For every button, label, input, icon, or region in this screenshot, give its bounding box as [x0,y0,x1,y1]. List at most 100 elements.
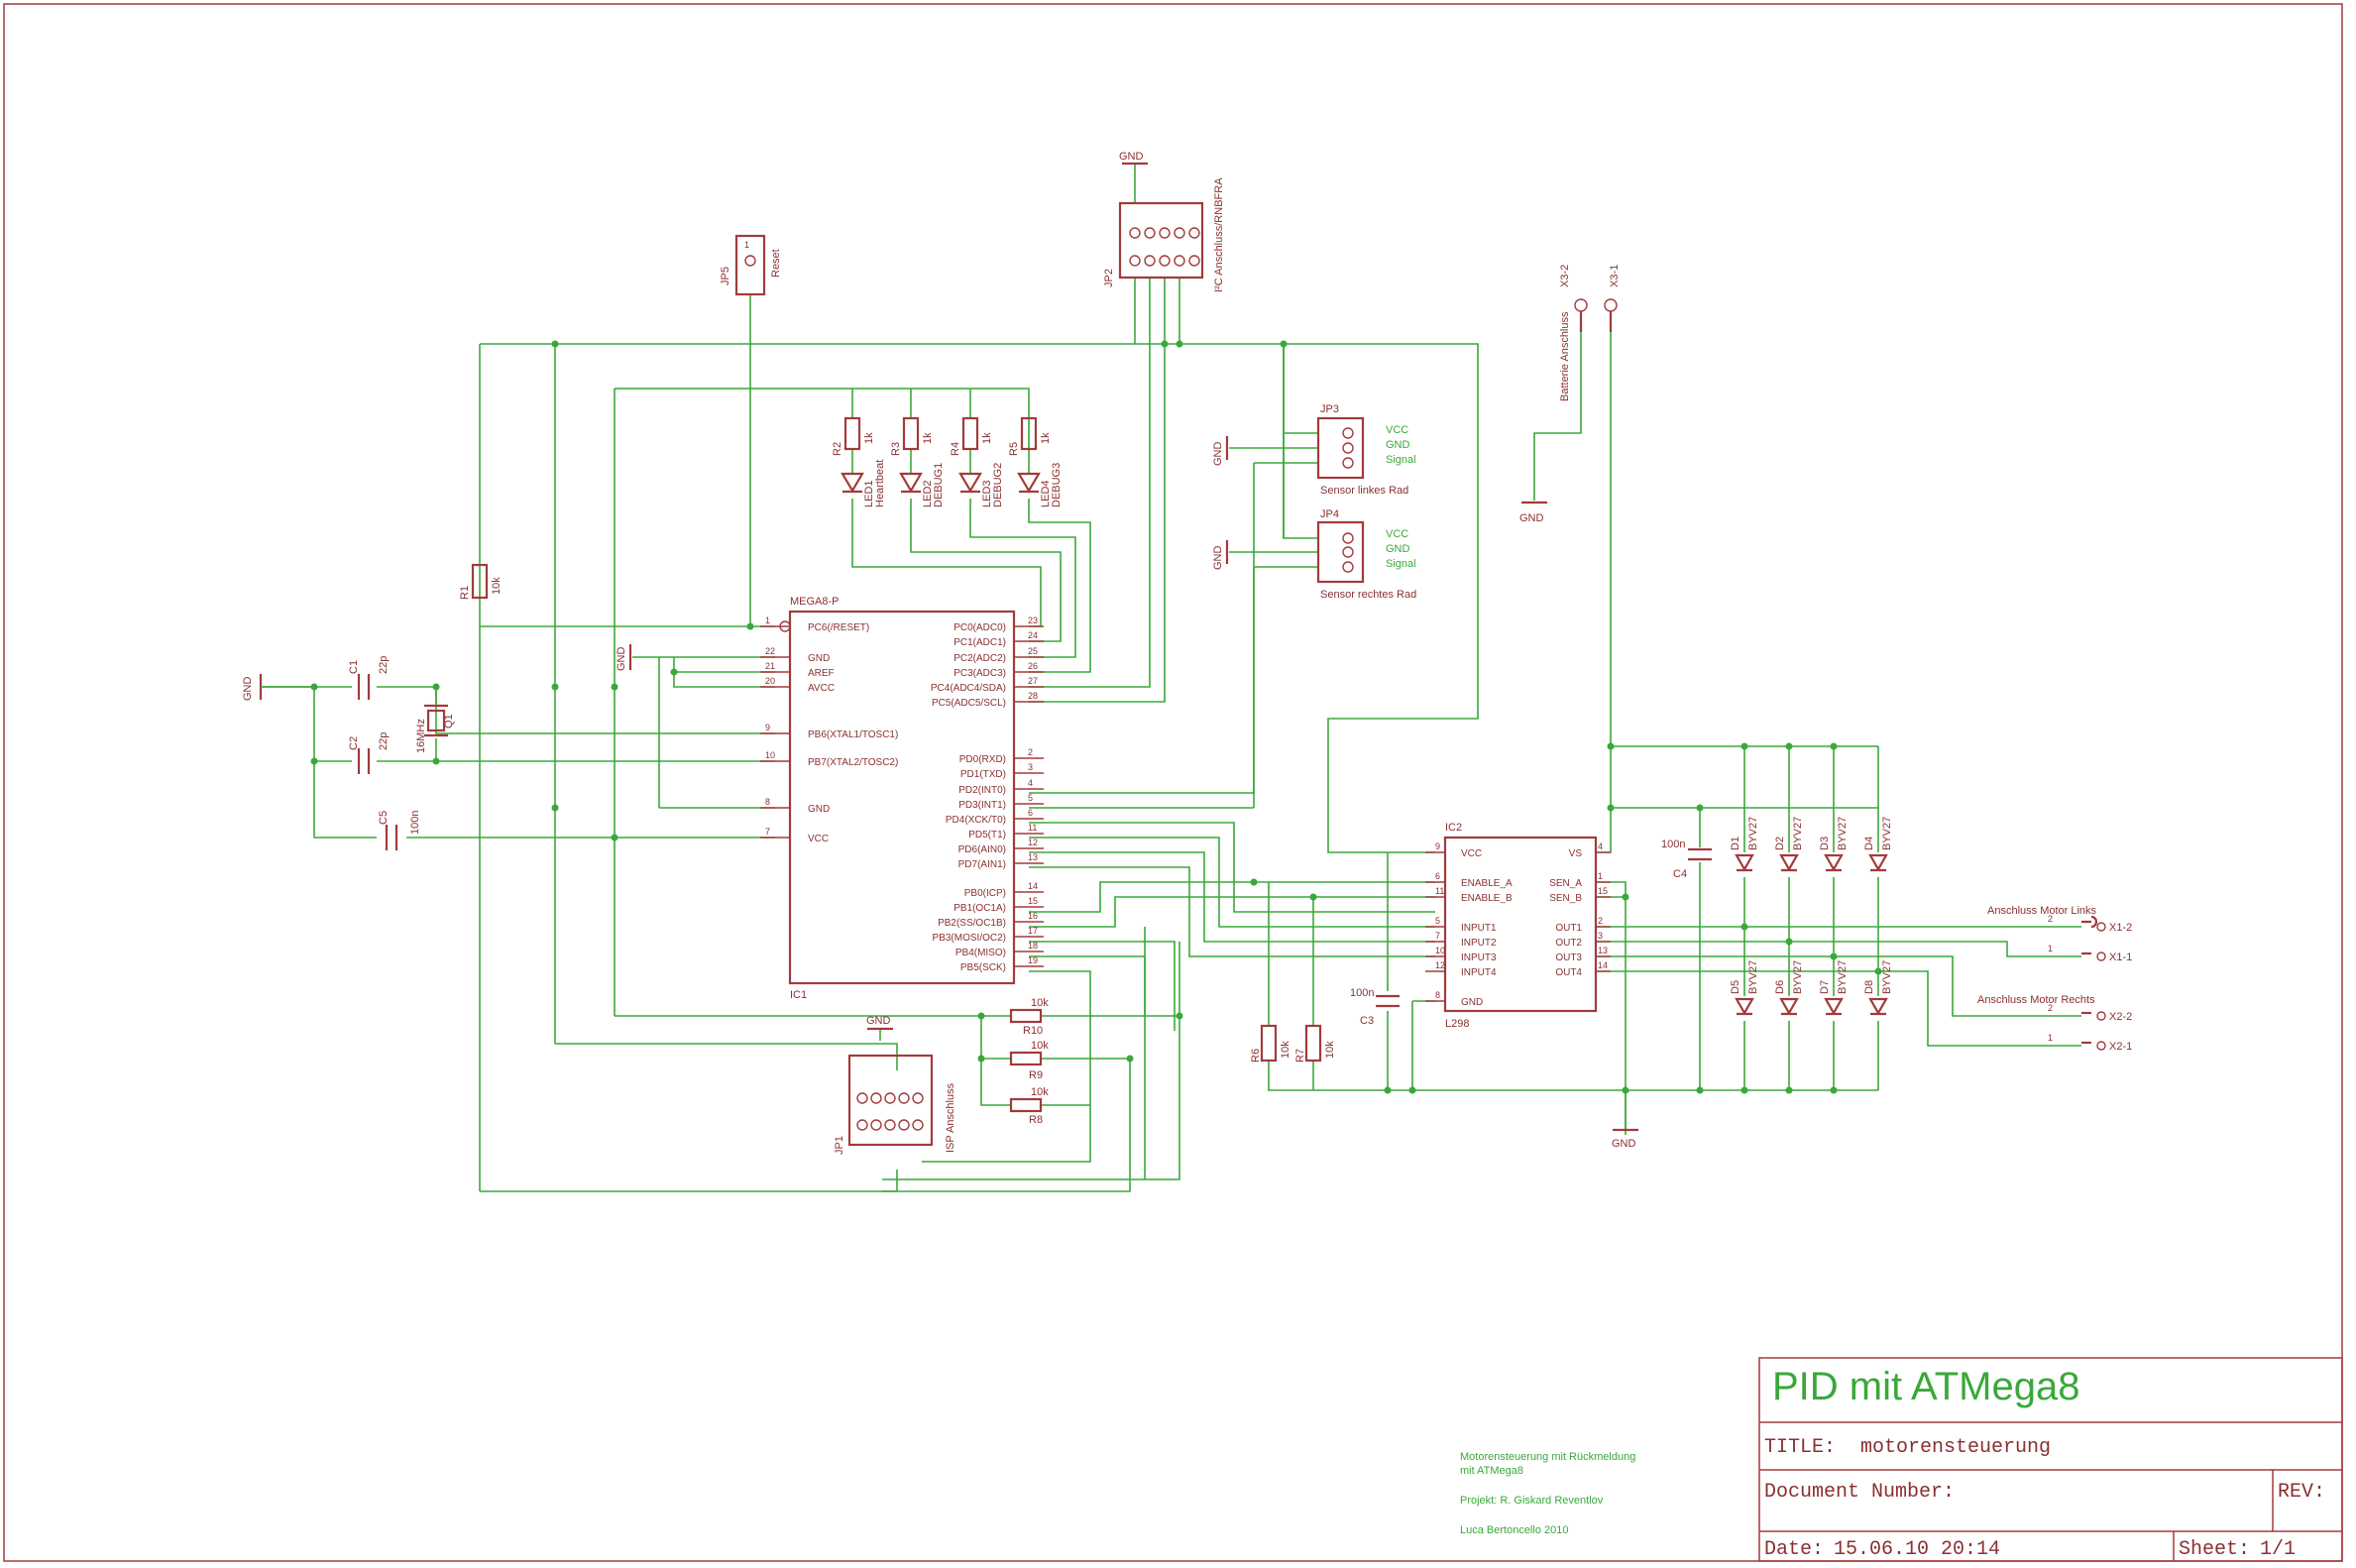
ic1-pin-label: PC0(ADC0) [954,622,1006,633]
jp3-sensor-left: JP3 VCC GND Signal Sensor linkes Rad [1316,403,1416,497]
svg-text:Batterie Anschluss: Batterie Anschluss [1559,311,1571,401]
ic2-name: IC2 [1445,822,1462,834]
ic2-pin-label: OUT3 [1555,952,1582,963]
svg-text:D5: D5 [1730,980,1741,994]
svg-text:22p: 22p [378,656,390,674]
svg-text:1k: 1k [922,432,934,444]
svg-text:BYV27: BYV27 [1881,960,1893,994]
svg-text:DEBUG1: DEBUG1 [933,463,945,507]
ic1-pin-number: 13 [1028,852,1038,862]
document-number-label: Document Number: [1764,1481,1955,1504]
ic2-pin-number: 6 [1435,871,1440,881]
svg-text:C3: C3 [1360,1015,1374,1027]
svg-text:1k: 1k [863,432,875,444]
ic1-pin-label: PB6(XTAL1/TOSC1) [808,729,898,740]
ic1-pin-number: 7 [765,827,770,837]
gnd-symbol-jp3: GND [1212,436,1229,466]
svg-text:JP1: JP1 [834,1136,845,1155]
ic1-pin-number: 25 [1028,646,1038,656]
svg-text:2: 2 [2048,914,2053,924]
ic1-pin-label: PB1(OC1A) [954,903,1006,914]
ic1-pin-label: PC3(ADC3) [954,668,1006,679]
ic1-pin-label: PD6(AIN0) [958,844,1006,855]
ic1-pin-number: 26 [1028,661,1038,671]
title-value: motorensteuerung [1860,1436,2051,1459]
ic2-pin-number: 2 [1598,916,1603,926]
svg-text:100n: 100n [1350,987,1374,999]
ic2-pin-label: INPUT4 [1461,967,1497,978]
ic1-pin-label: PB3(MOSI/OC2) [933,933,1006,944]
svg-text:GND: GND [1212,546,1224,571]
svg-text:Sensor rechtes Rad: Sensor rechtes Rad [1320,589,1416,601]
ic1-pin-number: 1 [765,616,770,625]
svg-text:C2: C2 [348,736,360,750]
ic2-pin-label: OUT2 [1555,938,1582,949]
svg-text:C4: C4 [1673,868,1687,880]
ic1-pin-number: 17 [1028,926,1038,936]
svg-text:D6: D6 [1774,980,1786,994]
note-line2: mit ATMega8 [1460,1465,1523,1477]
svg-text:10k: 10k [491,577,503,595]
junctions [310,340,1882,1094]
ic1-pin-label: PD2(INT0) [958,785,1006,796]
ic1-pin-number: 23 [1028,616,1038,625]
x1-2-terminal: 2 X1-2 [2048,914,2132,934]
ic2-pin-number: 11 [1435,886,1444,896]
ic1-pin-number: 11 [1028,823,1037,833]
note-line1: Motorensteuerung mit Rückmeldung [1460,1451,1635,1463]
ic1-pin-label: PC4(ADC4/SDA) [931,683,1006,694]
svg-text:BYV27: BYV27 [1837,960,1849,994]
svg-text:R5: R5 [1008,442,1020,456]
svg-text:Q1: Q1 [443,714,455,728]
ic1-pin-number: 9 [765,723,770,732]
svg-text:C1: C1 [348,660,360,674]
ic1-pin-number: 15 [1028,896,1038,906]
svg-text:10k: 10k [1031,997,1049,1009]
svg-text:BYV27: BYV27 [1792,960,1804,994]
ic1-pin-label: PB7(XTAL2/TOSC2) [808,757,898,768]
svg-text:D3: D3 [1819,837,1831,850]
ic1-pin-label: PD3(INT1) [958,800,1006,811]
svg-text:R4: R4 [950,442,961,456]
ic1-pin-label: PD7(AIN1) [958,859,1006,870]
ic1-pin-label: PD5(T1) [968,830,1006,840]
ic2-pin-label: SEN_B [1549,893,1582,904]
ic1-pin-number: 5 [1028,793,1033,803]
ic2-l298: IC2 L298 9VCC6ENABLE_A11ENABLE_B5INPUT17… [1425,822,1611,1030]
svg-text:R3: R3 [890,442,902,456]
ic2-pin-label: SEN_A [1549,878,1582,889]
svg-text:R8: R8 [1029,1114,1043,1126]
svg-text:10k: 10k [1280,1041,1291,1059]
date-label: Date: [1764,1538,1824,1561]
ic2-pin-number: 1 [1598,871,1603,881]
svg-text:100n: 100n [409,811,421,835]
svg-text:DEBUG2: DEBUG2 [992,463,1004,507]
ic2-pin-label: VCC [1461,848,1482,859]
svg-text:X1-1: X1-1 [2109,952,2132,963]
svg-text:GND: GND [866,1015,891,1027]
svg-text:R2: R2 [832,442,843,456]
gnd-symbol-jp4: GND [1212,540,1229,571]
ic1-pin-label: GND [808,804,830,815]
svg-text:BYV27: BYV27 [1747,817,1759,850]
jp5-reset-jumper: 1 JP5 Reset [720,234,782,296]
ic1-pin-number: 6 [1028,808,1033,818]
ic2-pin-label: INPUT1 [1461,923,1497,934]
ic1-pin-number: 8 [765,797,770,807]
svg-text:R1: R1 [459,586,471,600]
ic1-pin-number: 20 [765,676,775,686]
ic2-ref: L298 [1445,1018,1469,1030]
ic1-pin-label: PB0(ICP) [964,888,1006,899]
ic1-pin-number: 16 [1028,911,1038,921]
svg-text:1k: 1k [981,432,993,444]
x2-1-terminal: 1 X2-1 [2048,1033,2132,1053]
gnd-symbol-jp2: GND [1119,151,1148,166]
svg-text:R6: R6 [1250,1049,1262,1063]
sheet-label: Sheet: [2179,1538,2250,1561]
ic1-pin-number: 19 [1028,955,1038,965]
ic1-pin-label: PB4(MISO) [955,948,1006,958]
ic1-pin-label: PB2(SS/OC1B) [938,918,1006,929]
